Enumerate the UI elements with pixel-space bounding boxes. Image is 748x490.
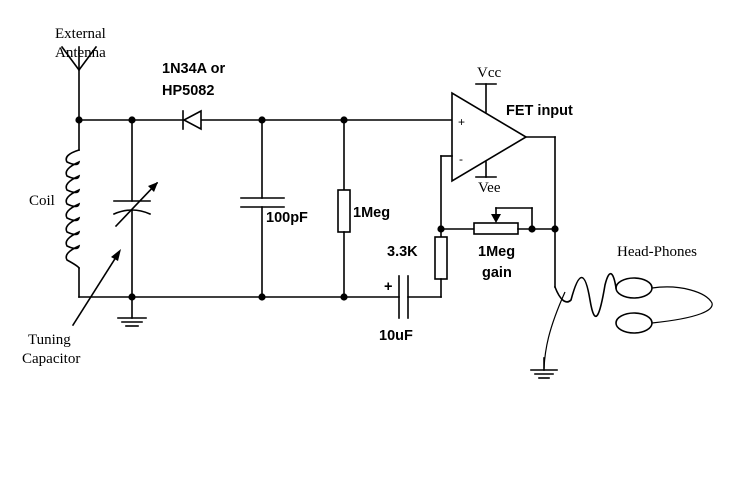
opamp-plus-input-sign: + bbox=[458, 115, 465, 129]
potentiometer-label-line1: 1Meg bbox=[478, 244, 515, 260]
inverting-input-wire bbox=[440, 155, 475, 238]
opamp-minus-input-sign: - bbox=[459, 152, 463, 166]
resistor-1meg-label: 1Meg bbox=[353, 205, 390, 221]
headphones-label: Head-Phones bbox=[617, 244, 697, 260]
capacitor-100pf bbox=[240, 119, 285, 298]
headphone-earpieces bbox=[615, 277, 713, 334]
tuning-capacitor-label-line1: Tuning bbox=[28, 332, 71, 348]
capacitor-10uf bbox=[398, 275, 409, 319]
coil-label: Coil bbox=[29, 193, 55, 209]
ground-symbol-right bbox=[530, 357, 558, 379]
opamp-triangle bbox=[451, 91, 528, 183]
tuning-capacitor bbox=[112, 119, 159, 298]
resistor-3-3k bbox=[434, 236, 448, 298]
potentiometer-label-line2: gain bbox=[482, 265, 512, 281]
vcc-supply bbox=[475, 83, 497, 113]
capacitor-10uf-label: 10uF bbox=[379, 328, 413, 344]
resistor-1meg bbox=[337, 119, 351, 298]
antenna-label-line2: Antenna bbox=[55, 45, 106, 61]
junction-dots bbox=[75, 116, 559, 301]
tuning-capacitor-label-line2: Capacitor bbox=[22, 351, 80, 367]
diode-label-line1: 1N34A or bbox=[162, 61, 225, 77]
antenna-label-line1: External bbox=[55, 26, 106, 42]
potentiometer-1meg bbox=[473, 207, 556, 235]
vcc-label: Vcc bbox=[477, 65, 501, 81]
vee-label: Vee bbox=[478, 180, 501, 196]
vee-supply bbox=[475, 161, 497, 178]
capacitor-10uf-plus-sign: + bbox=[384, 279, 392, 295]
coil-inductor bbox=[65, 119, 81, 298]
antenna-symbol bbox=[60, 45, 98, 121]
tuning-capacitor-pointer bbox=[71, 249, 121, 327]
diode bbox=[182, 109, 202, 131]
diode-label-line2: HP5082 bbox=[162, 83, 214, 99]
resistor-3-3k-label: 3.3K bbox=[387, 244, 418, 260]
headphone-cord bbox=[543, 272, 617, 369]
opamp-output-wire bbox=[525, 136, 556, 288]
opamp-label: FET input bbox=[506, 103, 573, 119]
capacitor-100pf-label: 100pF bbox=[266, 210, 308, 226]
ground-symbol-left bbox=[117, 296, 147, 327]
